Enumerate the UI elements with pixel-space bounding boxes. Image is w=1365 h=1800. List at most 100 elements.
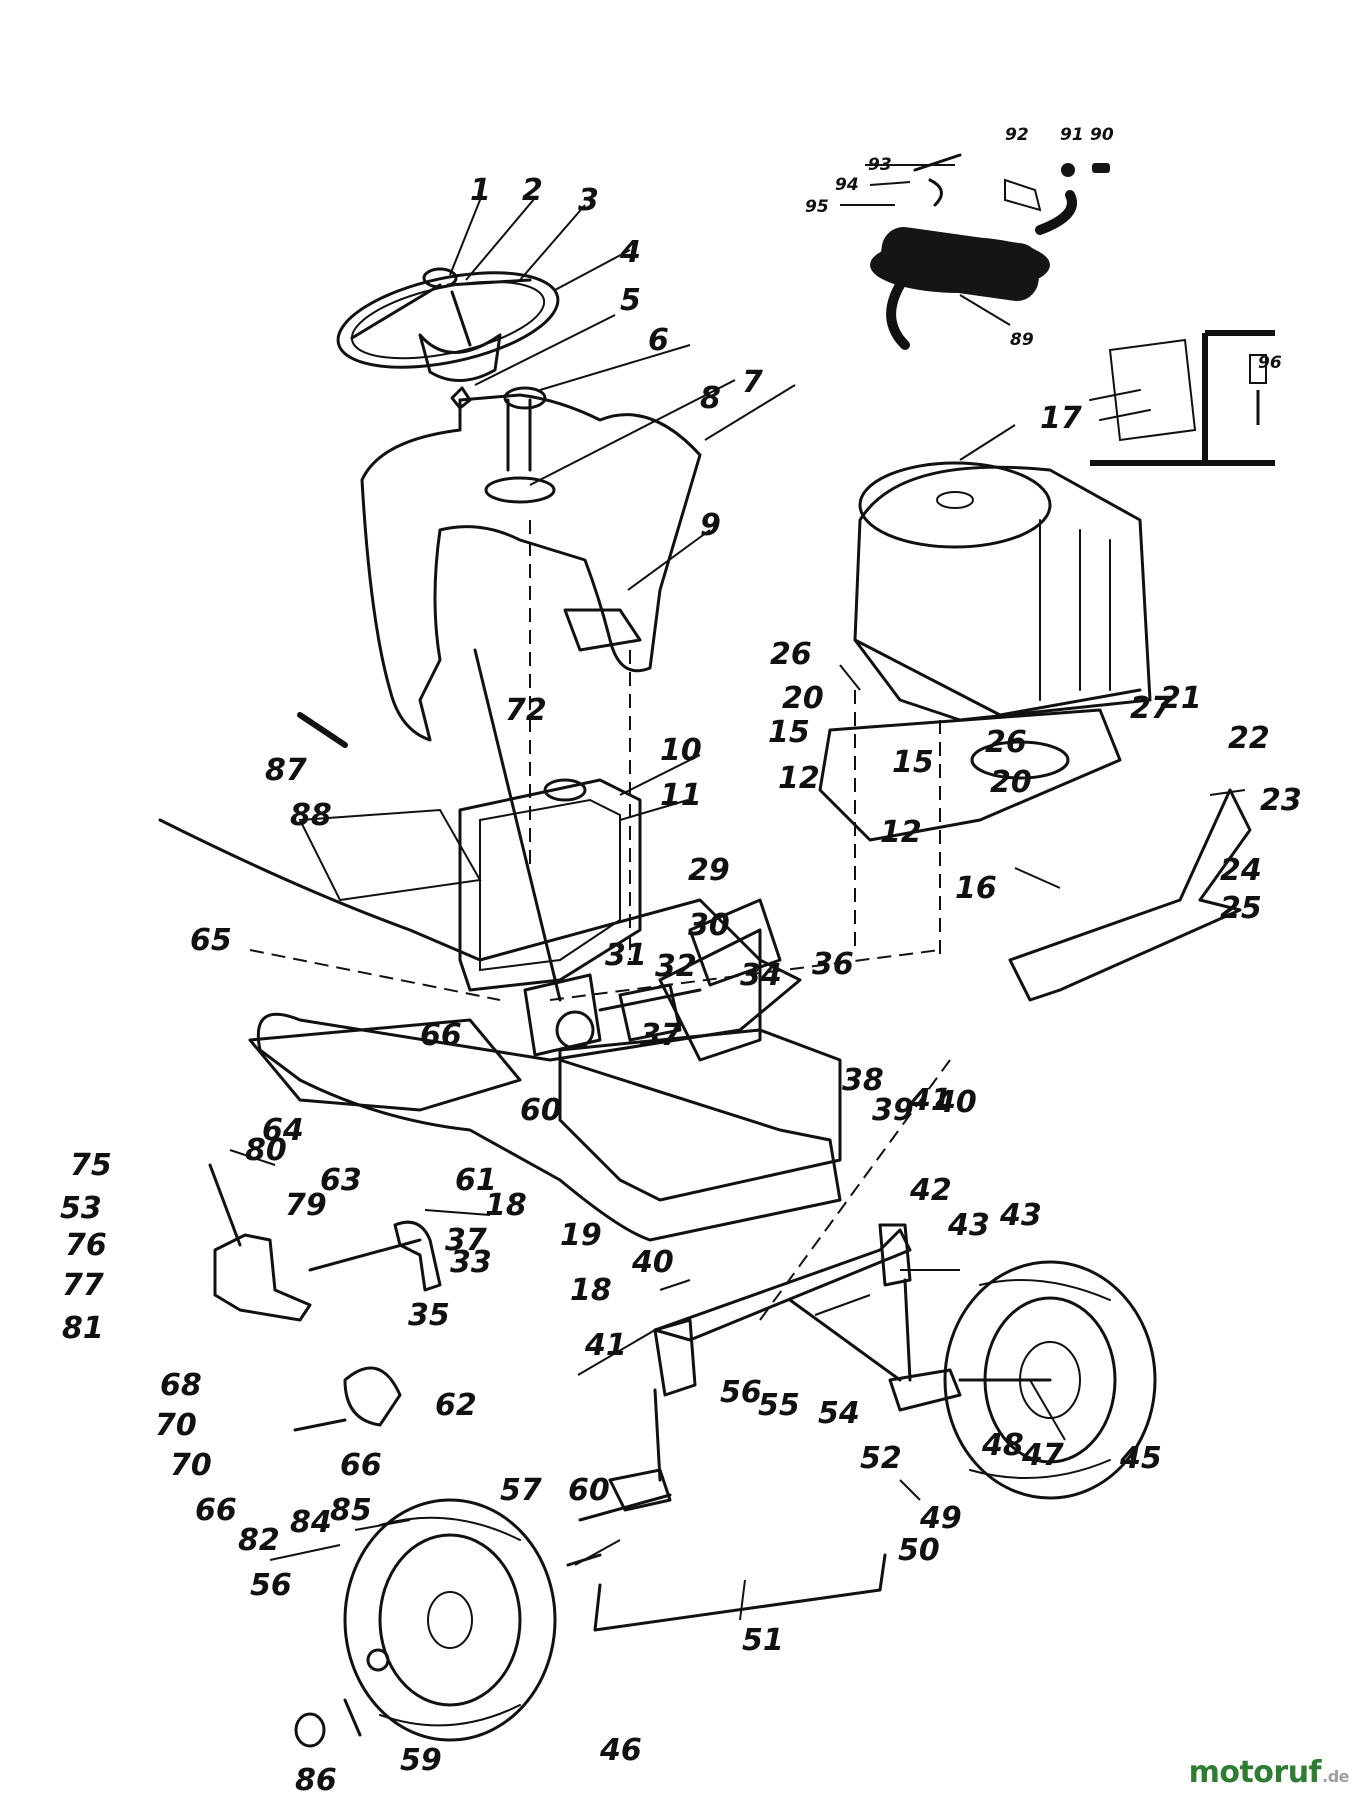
part-label: 29 — [688, 853, 730, 888]
part-label: 91 — [1060, 125, 1084, 145]
part-label: 2 — [522, 173, 543, 208]
part-label: 1 — [470, 173, 491, 208]
part-label: 90 — [1090, 125, 1114, 145]
part-label: 88 — [290, 798, 332, 833]
part-label: 63 — [320, 1163, 362, 1198]
part-label: 56 — [720, 1375, 762, 1410]
part-label: 15 — [892, 745, 934, 780]
part-label: 26 — [770, 637, 812, 672]
part-label: 43 — [947, 1208, 990, 1243]
diagram-artwork — [158, 153, 1275, 1748]
part-label: 36 — [812, 947, 854, 982]
part-number-labels: 1 2 3 4 5 6 7 8 9 10 11 12 12 15 15 16 1… — [60, 125, 1302, 1798]
part-label: 19 — [560, 1218, 602, 1253]
frame-drawing — [158, 808, 941, 1242]
part-label: 37 — [640, 1018, 682, 1053]
part-label: 32 — [655, 949, 697, 984]
part-label: 40 — [631, 1245, 674, 1280]
part-label: 23 — [1260, 783, 1302, 818]
part-label: 61 — [455, 1163, 497, 1198]
part-label: 45 — [1119, 1441, 1162, 1476]
part-label: 12 — [880, 815, 922, 850]
part-label: 64 — [262, 1113, 304, 1148]
part-label: 70 — [155, 1408, 197, 1443]
part-label: 77 — [62, 1268, 104, 1303]
part-label: 62 — [435, 1388, 477, 1423]
part-label: 30 — [688, 908, 730, 943]
part-label: 43 — [999, 1198, 1042, 1233]
part-label: 56 — [250, 1568, 292, 1603]
part-label: 94 — [835, 175, 859, 195]
part-label: 8 — [700, 381, 721, 416]
part-label: 52 — [860, 1441, 902, 1476]
part-label: 53 — [60, 1191, 102, 1226]
wheels-drawing — [294, 1260, 1157, 1748]
part-label: 16 — [955, 871, 997, 906]
part-label: 85 — [330, 1493, 372, 1528]
watermark-suffix: .de — [1322, 1767, 1349, 1786]
part-label: 38 — [842, 1063, 884, 1098]
part-label: 66 — [195, 1493, 237, 1528]
part-label: 17 — [1040, 401, 1082, 436]
part-label: 76 — [65, 1228, 107, 1263]
muffler-drawing — [870, 153, 1110, 350]
part-label: 27 — [1130, 691, 1172, 726]
part-label: 82 — [238, 1523, 280, 1558]
bracket-drawing — [1008, 788, 1252, 1002]
part-label: 4 — [619, 235, 641, 270]
part-label: 46 — [599, 1733, 642, 1768]
part-label: 20 — [782, 681, 824, 716]
part-label: 59 — [400, 1743, 442, 1778]
part-label: 18 — [485, 1188, 527, 1223]
part-label: 35 — [408, 1298, 450, 1333]
part-label: 39 — [872, 1093, 914, 1128]
part-label: 68 — [160, 1368, 202, 1403]
engine-plate-drawing — [818, 708, 1122, 842]
steering-wheel-drawing — [336, 267, 560, 410]
part-label: 57 — [500, 1473, 542, 1508]
part-label: 41 — [909, 1083, 952, 1118]
part-label: 92 — [1005, 125, 1029, 145]
part-label: 24 — [1220, 853, 1262, 888]
part-label: 37 — [445, 1223, 487, 1258]
part-label: 20 — [990, 765, 1032, 800]
part-label: 42 — [909, 1173, 952, 1208]
part-label: 26 — [985, 725, 1027, 760]
front-axle-drawing — [578, 1059, 962, 1632]
part-label: 10 — [660, 733, 702, 768]
part-label: 66 — [420, 1018, 462, 1053]
part-label: 40 — [934, 1085, 977, 1120]
part-label: 51 — [742, 1623, 784, 1658]
part-label: 7 — [742, 365, 763, 400]
part-label: 80 — [245, 1133, 287, 1168]
part-label: 95 — [805, 197, 829, 217]
part-label: 18 — [570, 1273, 612, 1308]
site-watermark: motoruf.de — [1188, 1755, 1350, 1790]
steering-gear-drawing — [208, 973, 702, 1432]
part-label: 15 — [768, 715, 810, 750]
part-label: 50 — [898, 1533, 940, 1568]
part-label: 89 — [1010, 330, 1034, 350]
part-label: 12 — [778, 761, 820, 796]
part-label: 81 — [62, 1311, 104, 1346]
part-label: 86 — [295, 1763, 337, 1798]
part-label: 65 — [190, 923, 232, 958]
part-label: 93 — [868, 155, 892, 175]
part-label: 84 — [290, 1505, 332, 1540]
part-label: 41 — [584, 1328, 627, 1363]
watermark-brand: motoruf — [1188, 1755, 1322, 1790]
part-label: 31 — [605, 938, 647, 973]
part-label: 25 — [1220, 891, 1262, 926]
part-label: 60 — [568, 1473, 610, 1508]
inset-detail-drawing — [1089, 330, 1275, 466]
part-label: 96 — [1258, 353, 1282, 373]
part-label: 34 — [740, 958, 782, 993]
part-label: 11 — [660, 778, 702, 813]
part-label: 72 — [505, 693, 547, 728]
part-label: 54 — [818, 1396, 860, 1431]
part-label: 60 — [520, 1093, 562, 1128]
part-label: 49 — [919, 1501, 962, 1536]
engine-drawing — [853, 461, 1152, 960]
